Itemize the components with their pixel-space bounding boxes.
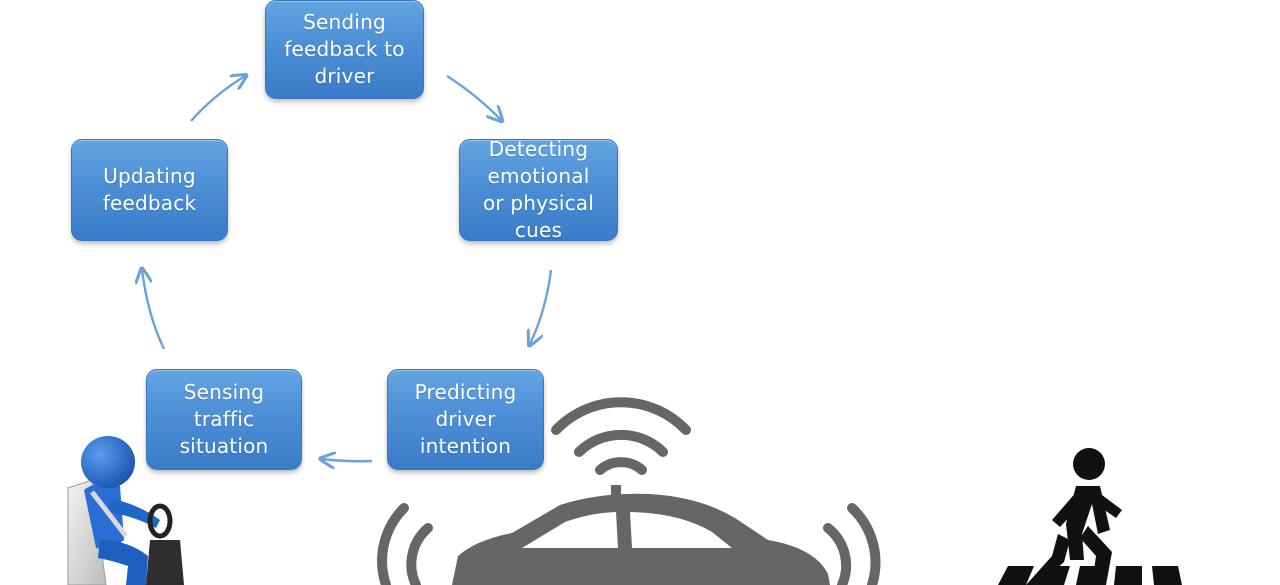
node-sensing-traffic: Sensing traffic situation [146, 369, 302, 470]
cycle-arrows [142, 74, 553, 461]
wireless-signal-icon [377, 503, 881, 585]
arrow-detecting-to-predicting [530, 269, 553, 344]
wireless-signal-icon [551, 397, 691, 475]
arrow-sensing-to-updating [142, 270, 166, 350]
node-sending-feedback: Sending feedback to driver [265, 0, 424, 99]
node-updating-feedback: Updating feedback [71, 139, 228, 241]
node-detecting-cues: Detecting emotional or physical cues [459, 137, 618, 242]
node-predicting-intention: Predicting driver intention [387, 369, 544, 470]
car-icon [452, 485, 830, 585]
driver-icon [67, 436, 184, 585]
pedestrian-icon [1026, 448, 1122, 585]
crosswalk-icon [998, 566, 1182, 585]
arrow-sending-to-detecting [446, 74, 501, 120]
arrow-updating-to-sending [190, 76, 245, 122]
arrow-predicting-to-sensing [322, 459, 373, 461]
